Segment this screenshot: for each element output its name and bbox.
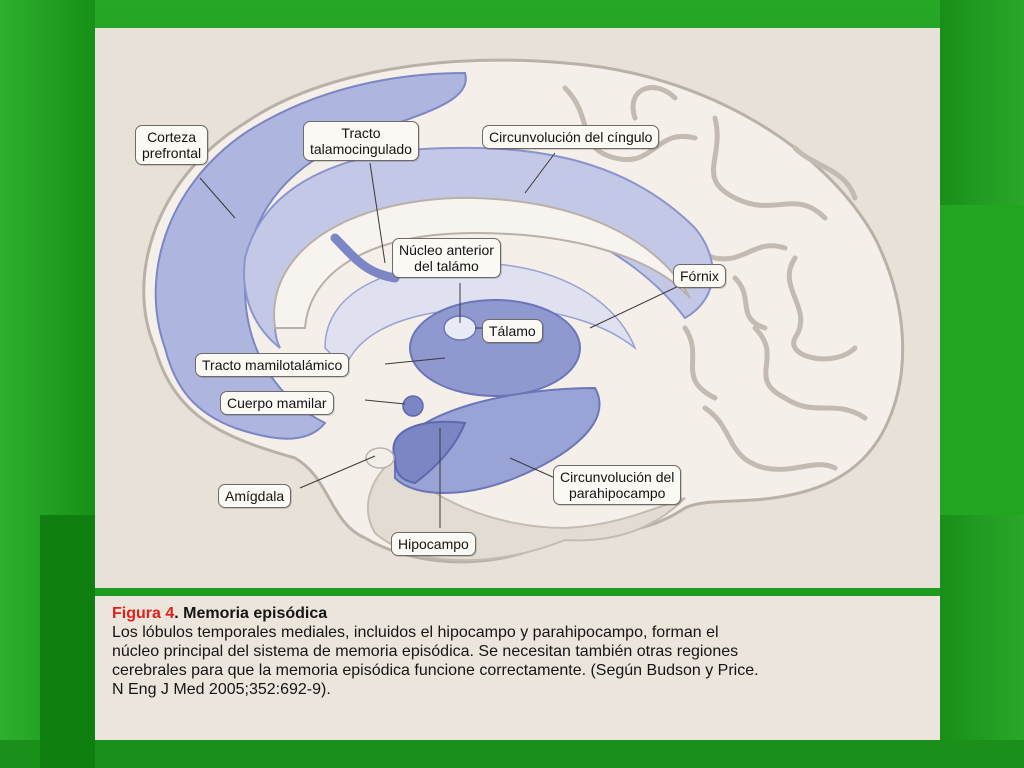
label-hipocampo: Hipocampo xyxy=(391,532,476,556)
mammillary-body-shape xyxy=(402,395,424,417)
label-circunvolucion-cingulo-line1: Circunvolución del cíngulo xyxy=(489,129,653,145)
label-tracto-mamilotalamico-line1: Tracto mamilotalámico xyxy=(202,357,343,373)
label-talamo: Tálamo xyxy=(482,319,543,343)
slide-background-left-step xyxy=(40,515,95,768)
cortical-gyri xyxy=(562,85,868,472)
label-tracto-talamocingulado: Tracto talamocingulado xyxy=(303,121,419,161)
caption-line-4: N Eng J Med 2005;352:692-9). xyxy=(112,681,331,698)
talamocingulate-tract xyxy=(330,233,400,283)
amygdala-shape xyxy=(365,447,395,469)
label-corteza-prefrontal-line2: prefrontal xyxy=(142,145,202,161)
label-cuerpo-mamilar-line1: Cuerpo mamilar xyxy=(227,395,327,411)
figure-number: Figura 4 xyxy=(112,605,175,622)
label-talamo-line1: Tálamo xyxy=(489,323,536,339)
label-tracto-talamocingulado-line1: Tracto xyxy=(341,125,381,141)
label-amigdala-line1: Amígdala xyxy=(225,488,285,504)
parahippocampal-gyrus xyxy=(394,386,601,494)
label-circunvolucion-cingulo: Circunvolución del cíngulo xyxy=(482,125,660,149)
label-nucleo-anterior: Núcleo anterior del talámo xyxy=(392,238,501,278)
label-circunvolucion-parahipocampo-line2: parahipocampo xyxy=(568,485,666,501)
label-hipocampo-line1: Hipocampo xyxy=(398,536,469,552)
label-nucleo-anterior-line2: del talámo xyxy=(414,258,479,274)
label-fornix: Fórnix xyxy=(673,264,726,288)
caption-line-1: Los lóbulos temporales mediales, incluid… xyxy=(112,624,719,641)
brain-illustration xyxy=(142,58,905,564)
leader-lines xyxy=(199,152,686,528)
label-tracto-talamocingulado-line2: talamocingulado xyxy=(310,141,412,157)
figure-caption: Figura 4. Memoria episódica Los lóbulos … xyxy=(95,596,940,740)
label-nucleo-anterior-line1: Núcleo anterior xyxy=(399,242,494,258)
hippocampus-shape xyxy=(392,420,467,485)
brain-figure-panel: Corteza prefrontal Tracto talamocingulad… xyxy=(95,28,940,588)
thalamus-shape xyxy=(409,299,581,397)
caption-text: Figura 4. Memoria episódica Los lóbulos … xyxy=(112,604,932,699)
corpus-callosum xyxy=(273,196,691,329)
label-corteza-prefrontal: Corteza prefrontal xyxy=(135,125,209,165)
slide-background-right-step xyxy=(940,205,1024,515)
figure-title: Memoria episódica xyxy=(183,605,328,622)
caption-line-3: cerebrales para que la memoria episódica… xyxy=(112,662,759,679)
label-amigdala: Amígdala xyxy=(218,484,292,508)
slide-background-bottom xyxy=(0,740,1024,768)
label-tracto-mamilotalamico: Tracto mamilotalámico xyxy=(195,353,350,377)
caption-separator: . xyxy=(174,605,184,622)
label-cuerpo-mamilar: Cuerpo mamilar xyxy=(220,391,334,415)
caption-title-line: Figura 4. Memoria episódica xyxy=(112,604,932,623)
label-circunvolucion-parahipocampo-line1: Circunvolución del xyxy=(560,469,675,485)
caption-line-2: núcleo principal del sistema de memoria … xyxy=(112,643,739,660)
label-circunvolucion-parahipocampo: Circunvolución del parahipocampo xyxy=(553,465,682,505)
label-fornix-line1: Fórnix xyxy=(680,268,719,284)
label-corteza-prefrontal-line1: Corteza xyxy=(147,129,197,145)
